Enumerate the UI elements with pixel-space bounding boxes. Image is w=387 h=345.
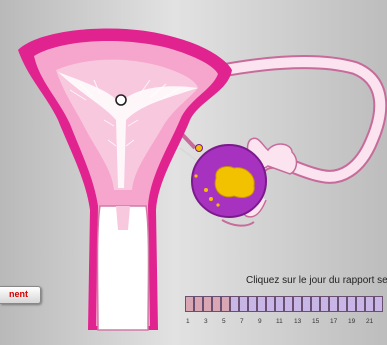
cycle-day-label: 13 — [294, 318, 301, 325]
cycle-day-4[interactable] — [212, 296, 221, 312]
cycle-day-12[interactable] — [284, 296, 293, 312]
cycle-day-5[interactable] — [221, 296, 230, 312]
cycle-day-20[interactable] — [356, 296, 365, 312]
cycle-day-15[interactable] — [311, 296, 320, 312]
action-button-label: nent — [9, 289, 28, 299]
cycle-day-18[interactable] — [338, 296, 347, 312]
instruction-text: Cliquez sur le jour du rapport se — [246, 275, 387, 286]
corpus-follicle — [215, 166, 254, 197]
cycle-day-label: 1 — [186, 318, 190, 325]
cycle-day-11[interactable] — [275, 296, 284, 312]
cycle-day-9[interactable] — [257, 296, 266, 312]
cycle-day-label: 7 — [240, 318, 244, 325]
cycle-day-16[interactable] — [320, 296, 329, 312]
cycle-day-8[interactable] — [248, 296, 257, 312]
cycle-day-label: 17 — [330, 318, 337, 325]
cycle-day-7[interactable] — [239, 296, 248, 312]
cycle-day-14[interactable] — [302, 296, 311, 312]
cycle-day-label: 3 — [204, 318, 208, 325]
cycle-day-2[interactable] — [194, 296, 203, 312]
cycle-day-6[interactable] — [230, 296, 239, 312]
cycle-day-label: 11 — [276, 318, 283, 325]
action-button[interactable]: nent — [0, 286, 41, 304]
cycle-day-label: 9 — [258, 318, 262, 325]
cycle-day-3[interactable] — [203, 296, 212, 312]
cycle-day-22[interactable] — [374, 296, 383, 312]
cycle-day-17[interactable] — [329, 296, 338, 312]
cycle-day-strip — [185, 296, 383, 312]
ovum — [116, 95, 126, 105]
cycle-day-label: 21 — [366, 318, 373, 325]
cycle-day-label: 19 — [348, 318, 355, 325]
cycle-day-label: 15 — [312, 318, 319, 325]
cycle-day-label: 5 — [222, 318, 226, 325]
cycle-day-1[interactable] — [185, 296, 194, 312]
cycle-day-10[interactable] — [266, 296, 275, 312]
cycle-day-19[interactable] — [347, 296, 356, 312]
cycle-day-21[interactable] — [365, 296, 374, 312]
cycle-day-13[interactable] — [293, 296, 302, 312]
